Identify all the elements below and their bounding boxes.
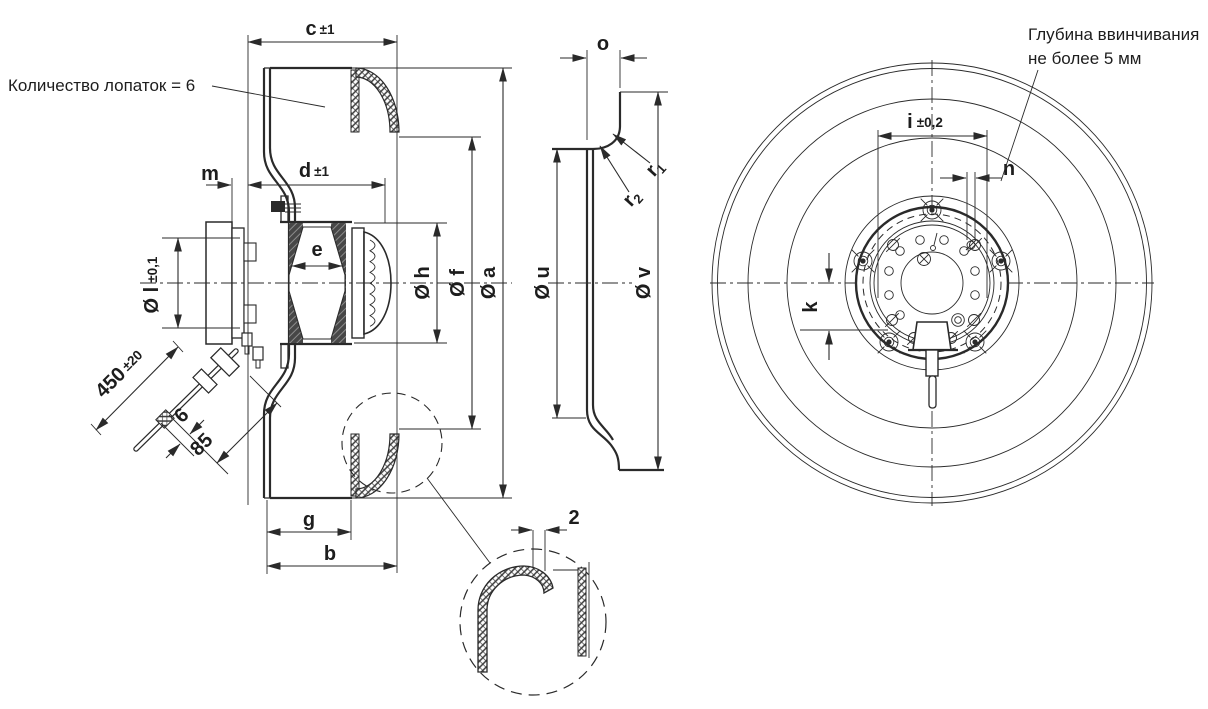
dim-o: o [560,33,647,140]
screw-target [920,198,944,222]
power-cable [133,332,264,452]
dim-dia-l: Ø l±0,1 [141,237,240,329]
dim-dia-a-label: Ø a [478,266,500,299]
dim-cable-length-label: 450±20 [91,345,148,402]
dim-dia-f: Ø f [399,136,481,430]
dim-n: n [940,158,1015,240]
dim-k: k [800,253,888,360]
dim-dia-v-label: Ø v [633,266,655,299]
dim-g: g [266,500,352,574]
dim-c-label: c±1 [305,18,335,40]
dim-dia-u: Ø u [532,148,561,419]
screw-target [963,330,987,354]
profile-view: o r1 r2 Ø u Ø v [532,33,669,472]
rolled-edge-section [477,565,554,673]
dim-2-label: 2 [568,507,579,529]
mounting-bracket-bottom [280,344,289,369]
screw-depth-note: Глубина ввинчивания не более 5 мм [1000,25,1199,182]
dim-b: b [266,543,398,570]
top-shroud-section [350,67,400,133]
screw-depth-label-line2: не более 5 мм [1028,49,1142,68]
impeller-circles [711,62,1153,504]
mounting-screws [851,198,1013,354]
dim-g-label: g [303,509,315,531]
detail-leader-line [426,477,491,564]
dim-d-label: d±1 [299,160,330,182]
screw-target [877,330,901,354]
dim-e: e [291,239,343,270]
dim-n-label: n [1003,158,1015,180]
dim-i-label: i±0,2 [907,111,943,133]
dim-dia-l-label: Ø l±0,1 [141,256,163,313]
terminal-plug [252,346,264,361]
bottom-shroud-section [350,433,400,499]
dim-dia-f-label: Ø f [447,269,469,297]
dim-dia-u-label: Ø u [532,266,554,299]
plate-edge-section [577,567,587,657]
dim-dia-v: Ø v [633,91,662,471]
shaft-hole [900,251,964,315]
dim-edge-thickness: 2 [511,507,580,571]
dim-k-label: k [800,301,822,313]
cable-connector [192,368,218,394]
screw-target [989,249,1013,273]
cable-gland [908,321,958,409]
face-screw [917,232,938,266]
dim-e-label: e [311,239,322,261]
side-view: Количество лопаток = 6 c±1 m d±1 e [8,18,512,574]
leader-line [1000,69,1039,182]
dim-r1: r1 [612,133,669,181]
terminal-plug [241,332,253,347]
dim-i: i±0,2 [877,111,988,298]
dim-dia-h: Ø h [354,222,447,344]
dim-r2: r2 [599,145,646,212]
dim-d: d±1 [247,160,386,223]
hub-screws [884,237,983,346]
blade-count-note: Количество лопаток = 6 [8,76,326,108]
screw-depth-label-line1: Глубина ввинчивания [1028,25,1199,44]
dim-b-label: b [324,543,336,565]
dim-m-label: m [201,163,219,185]
detail-reference-circle [341,392,443,494]
blade-count-label: Количество лопаток = 6 [8,76,195,95]
dim-r2-label: r2 [618,185,646,212]
dim-m: m [201,163,233,238]
detail-view: 2 [459,507,607,696]
mounting-bracket-top [271,195,301,222]
leader-line [211,85,326,108]
dim-dia-h-label: Ø h [412,266,434,299]
dim-o-label: o [597,33,609,55]
cable-connector [209,346,241,378]
screw-target [851,249,875,273]
hub [854,205,1010,361]
front-view: i±0,2 n k Глубина ввинчивания не более 5… [710,25,1199,506]
motor-face-holes [884,235,980,327]
dim-dia-a: Ø a [272,67,512,499]
